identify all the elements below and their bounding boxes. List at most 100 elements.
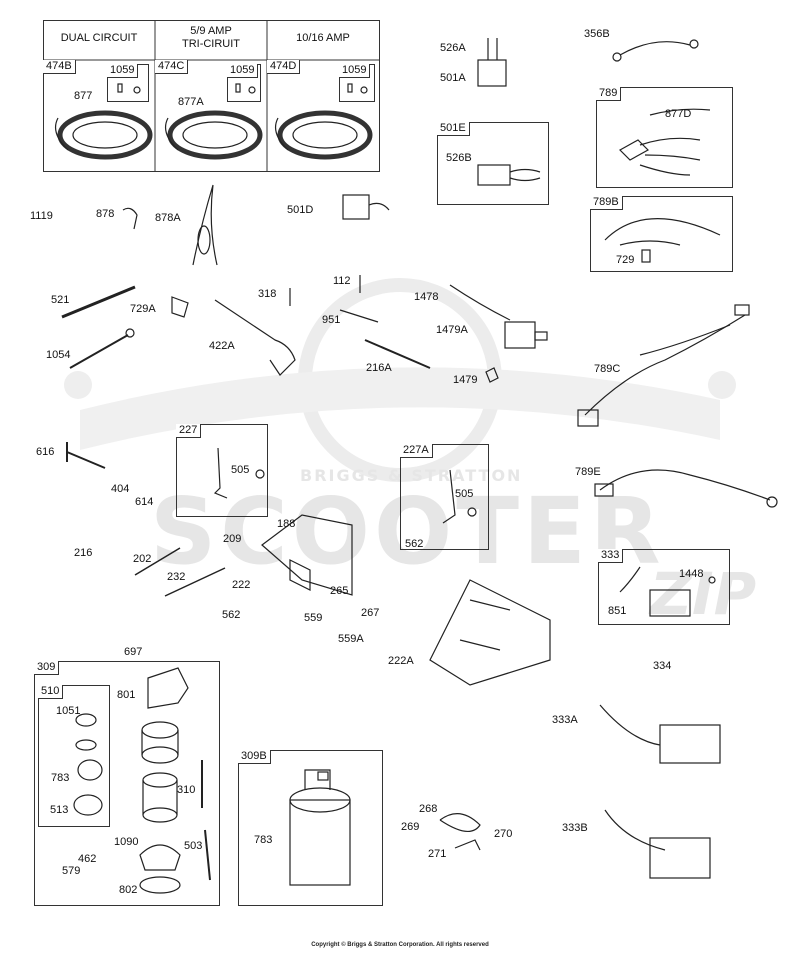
part-label: 877D xyxy=(665,108,692,120)
part-label: 503 xyxy=(184,840,203,852)
part-label: 526B xyxy=(446,152,472,164)
watermark-suffix: ZIP xyxy=(650,560,757,628)
stator-table xyxy=(43,20,380,172)
box-501e xyxy=(437,122,549,205)
box-309 xyxy=(34,661,220,906)
box-label-510: 510 xyxy=(38,685,64,699)
stator-474c xyxy=(167,110,263,160)
header-10-16-amp: 10/16 AMP xyxy=(296,32,350,44)
box-label-309b: 309B xyxy=(238,750,271,764)
box-label-227: 227 xyxy=(176,424,202,438)
part-label: 209 xyxy=(223,533,242,545)
part-label: 112 xyxy=(333,275,351,287)
part-label: 318 xyxy=(258,288,277,300)
box-label-333: 333 xyxy=(598,549,624,563)
part-label: 851 xyxy=(608,605,627,617)
part-label: 202 xyxy=(133,553,152,565)
part-label: 1479 xyxy=(453,374,478,386)
part-label: 356B xyxy=(584,28,610,40)
part-label: 1478 xyxy=(414,291,439,303)
box-label-227a: 227A xyxy=(400,444,433,458)
part-label: 526A xyxy=(440,42,466,54)
part-label: 801 xyxy=(117,689,136,701)
part-label: 513 xyxy=(50,804,69,816)
part-label: 729A xyxy=(130,303,156,315)
box-label-1059-c: 1059 xyxy=(339,64,371,78)
box-label-474d: 474D xyxy=(267,60,301,74)
part-label: 783 xyxy=(254,834,273,846)
part-label: 1448 xyxy=(679,568,704,580)
part-label: 232 xyxy=(167,571,186,583)
box-789 xyxy=(596,87,733,188)
part-label: 559 xyxy=(304,612,323,624)
part-label: 579 xyxy=(62,865,81,877)
part-label: 269 xyxy=(401,821,420,833)
part-label: 334 xyxy=(653,660,672,672)
part-label: 265 xyxy=(330,585,349,597)
part-label: 877A xyxy=(178,96,204,108)
part-label: 462 xyxy=(78,853,97,865)
box-309b xyxy=(238,750,383,906)
part-label: 951 xyxy=(322,314,341,326)
part-label: 521 xyxy=(51,294,70,306)
part-label: 216A xyxy=(366,362,392,374)
part-label: 505 xyxy=(455,488,474,500)
part-label: 333B xyxy=(562,822,588,834)
box-label-474b: 474B xyxy=(43,60,76,74)
header-tri-circuit: 5/9 AMP TRI-CIRUIT xyxy=(181,25,241,50)
part-label: 802 xyxy=(119,884,138,896)
part-label: 270 xyxy=(494,828,513,840)
part-label: 267 xyxy=(361,607,380,619)
part-label: 501A xyxy=(440,72,466,84)
part-label: 1054 xyxy=(46,349,71,361)
part-label: 501D xyxy=(287,204,314,216)
part-label: 188 xyxy=(277,518,296,530)
part-label: 222A xyxy=(388,655,414,667)
box-label-789b: 789B xyxy=(590,196,623,210)
part-label: 789C xyxy=(594,363,621,375)
part-label: 789E xyxy=(575,466,601,478)
part-label: 877 xyxy=(74,90,93,102)
box-227a xyxy=(400,444,489,550)
part-label: 878 xyxy=(96,208,115,220)
box-333 xyxy=(598,549,730,625)
part-label: 310 xyxy=(177,784,196,796)
part-label: 216 xyxy=(74,547,93,559)
header-dual-circuit: DUAL CIRCUIT xyxy=(60,32,138,44)
part-label: 404 xyxy=(111,483,130,495)
part-label: 268 xyxy=(419,803,438,815)
part-label: 616 xyxy=(36,446,55,458)
box-label-474c: 474C xyxy=(155,60,189,74)
part-label: 562 xyxy=(222,609,241,621)
part-label: 783 xyxy=(51,772,70,784)
part-label: 333A xyxy=(552,714,578,726)
box-label-1059-b: 1059 xyxy=(227,64,259,78)
box-227 xyxy=(176,424,268,517)
part-label: 729 xyxy=(616,254,635,266)
part-label: 1479A xyxy=(436,324,468,336)
stator-474b xyxy=(57,110,153,160)
watermark-brand: BRIGGS & STRATTON xyxy=(300,466,523,485)
part-label: 1051 xyxy=(56,705,81,717)
box-789b xyxy=(590,196,733,272)
watermark-word: SCOOTER xyxy=(150,478,665,585)
part-label: 614 xyxy=(135,496,154,508)
stator-474d xyxy=(277,110,373,160)
part-label: 697 xyxy=(124,646,143,658)
part-label: 271 xyxy=(428,848,447,860)
part-label: 1119 xyxy=(30,210,53,222)
part-label: 505 xyxy=(231,464,250,476)
box-label-309: 309 xyxy=(34,661,60,675)
part-label: 562 xyxy=(405,538,424,550)
part-label: 878A xyxy=(155,212,181,224)
box-label-789: 789 xyxy=(596,87,622,101)
part-label: 222 xyxy=(232,579,251,591)
box-label-501e: 501E xyxy=(437,122,470,136)
box-510 xyxy=(38,685,110,827)
part-label: 559A xyxy=(338,633,364,645)
part-label: 1090 xyxy=(114,836,139,848)
box-label-1059-a: 1059 xyxy=(107,64,139,78)
copyright-notice: Copyright © Briggs & Stratton Corporatio… xyxy=(311,942,489,948)
